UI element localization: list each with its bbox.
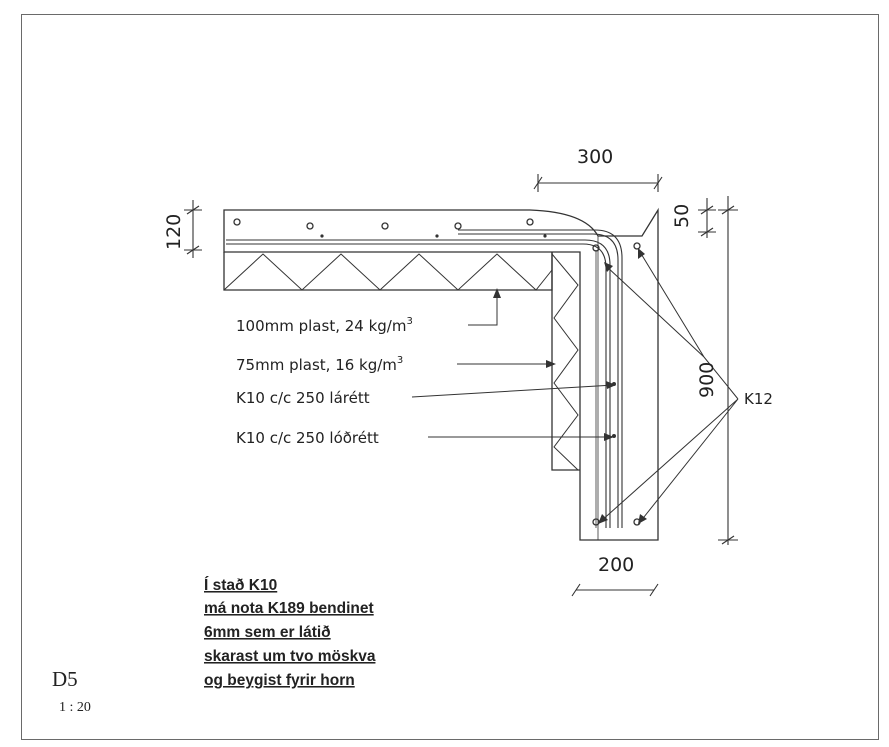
- insulation-75mm: [551, 252, 580, 471]
- note-line: má nota K189 bendinet: [204, 600, 374, 617]
- concrete-outline: [223, 207, 659, 541]
- rebar-dot: [526, 218, 534, 226]
- dim-300-label: 300: [577, 146, 613, 168]
- sheet-border: [21, 14, 879, 740]
- dim-900-label: 900: [696, 362, 718, 398]
- insulation-100mm: [223, 252, 553, 291]
- rebar-dot: [381, 222, 389, 230]
- dim-50-label: 50: [671, 204, 693, 228]
- corner-rebar: [458, 229, 623, 528]
- slab-rebar-line-2: [226, 243, 607, 528]
- rebar-dot: [306, 222, 314, 230]
- note-line: skarast um tvo möskva: [204, 648, 376, 665]
- label-k10-larett: K10 c/c 250 lárétt: [236, 389, 370, 407]
- note-line: Í stað K10: [204, 577, 277, 594]
- leader-k12: [599, 251, 739, 523]
- label-k10-lodrett: K10 c/c 250 lóðrétt: [236, 429, 379, 447]
- rebar-dot: [592, 244, 600, 252]
- rebar-dot: [233, 218, 241, 226]
- label-plast-100: 100mm plast, 24 kg/m3: [236, 316, 413, 335]
- label-plast-75: 75mm plast, 16 kg/m3: [236, 355, 403, 374]
- dim-120-label: 120: [163, 214, 185, 250]
- corner-rebar-2: [458, 233, 619, 528]
- leader-plast-100: [468, 292, 498, 326]
- note-line: og beygist fyrir horn: [204, 672, 355, 689]
- insulation-75mm-zigzag: [551, 253, 579, 471]
- insulation-100mm-zigzag: [223, 253, 553, 291]
- label-k12: K12: [744, 390, 773, 408]
- note-line: 6mm sem er látið: [204, 624, 331, 641]
- rebar-dot: [454, 222, 462, 230]
- drawing-id: D5: [52, 667, 78, 691]
- drawing-scale: 1 : 20: [59, 700, 91, 715]
- note-block: Í stað K10 má nota K189 bendinet 6mm sem…: [204, 577, 376, 689]
- rebar-dot: [633, 242, 641, 250]
- dim-200-label: 200: [598, 554, 634, 576]
- leader-k10-larett: [411, 384, 615, 398]
